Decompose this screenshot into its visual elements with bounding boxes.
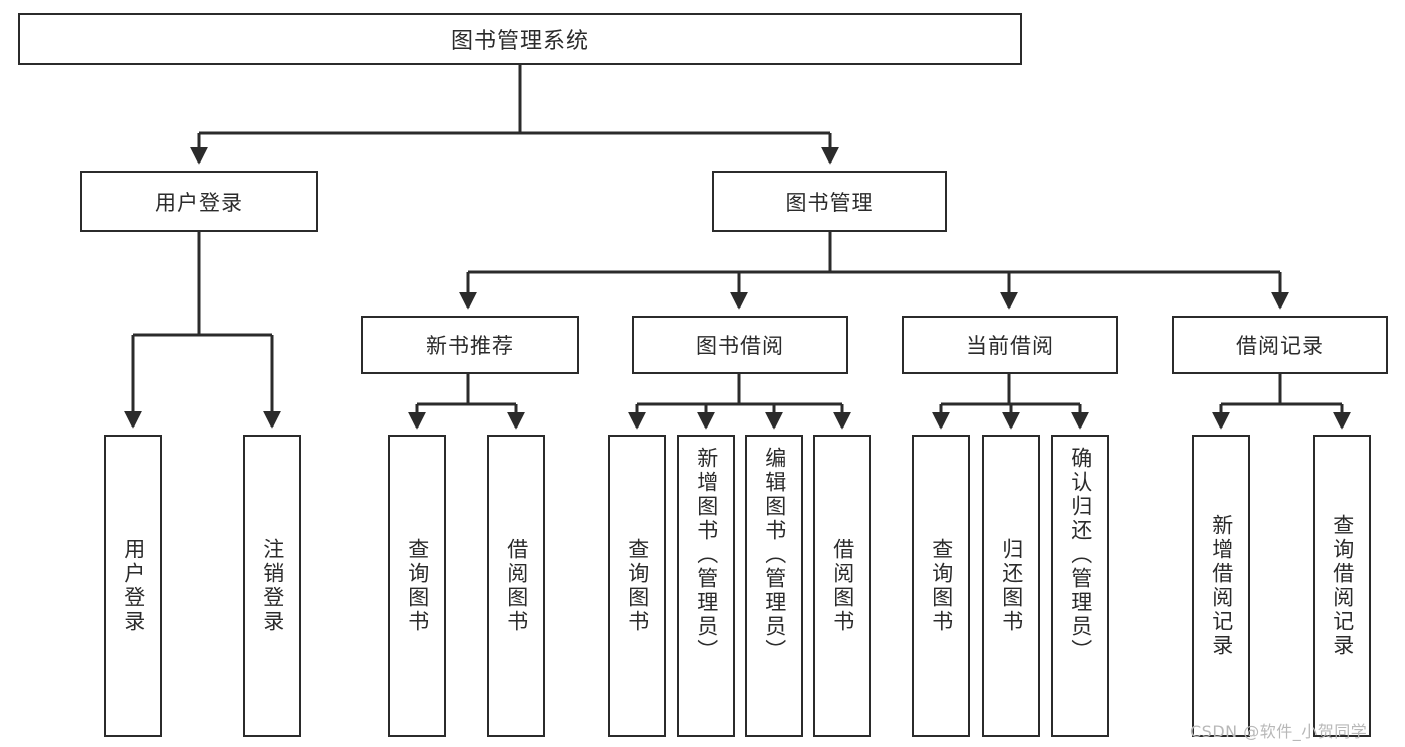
node-book-manage[interactable]: 图书管理	[712, 171, 947, 232]
leaf-label: 编辑图书（管理员）	[762, 447, 787, 663]
node-leaf-edit-book-admin[interactable]: 编辑图书（管理员）	[745, 435, 803, 737]
leaf-label: 借阅图书	[504, 538, 529, 634]
node-user-login[interactable]: 用户登录	[80, 171, 318, 232]
node-leaf-search-book-recommend[interactable]: 查询图书	[388, 435, 446, 737]
node-new-book-recommend[interactable]: 新书推荐	[361, 316, 579, 374]
leaf-label: 查询借阅记录	[1330, 514, 1355, 658]
csdn-watermark: CSDN @软件_小贺同学	[1190, 722, 1368, 741]
leaf-label: 注销登录	[260, 538, 285, 634]
node-leaf-search-borrow-record[interactable]: 查询借阅记录	[1313, 435, 1371, 737]
leaf-label: 查询图书	[929, 538, 954, 634]
leaf-label: 新增借阅记录	[1209, 514, 1234, 658]
node-leaf-search-book-borrow[interactable]: 查询图书	[608, 435, 666, 737]
node-leaf-borrow-book-recommend[interactable]: 借阅图书	[487, 435, 545, 737]
node-leaf-confirm-return-admin[interactable]: 确认归还（管理员）	[1051, 435, 1109, 737]
leaf-label: 归还图书	[999, 538, 1024, 634]
leaf-label: 查询图书	[405, 538, 430, 634]
leaf-label: 借阅图书	[830, 538, 855, 634]
node-leaf-logout[interactable]: 注销登录	[243, 435, 301, 737]
node-leaf-return-book[interactable]: 归还图书	[982, 435, 1040, 737]
leaf-label: 确认归还（管理员）	[1068, 447, 1093, 663]
node-leaf-search-book-current[interactable]: 查询图书	[912, 435, 970, 737]
node-leaf-add-book-admin[interactable]: 新增图书（管理员）	[677, 435, 735, 737]
node-leaf-add-borrow-record[interactable]: 新增借阅记录	[1192, 435, 1250, 737]
node-leaf-borrow-book[interactable]: 借阅图书	[813, 435, 871, 737]
node-borrow-record[interactable]: 借阅记录	[1172, 316, 1388, 374]
leaf-label: 查询图书	[625, 538, 650, 634]
leaf-label: 新增图书（管理员）	[694, 447, 719, 663]
node-leaf-user-login[interactable]: 用户登录	[104, 435, 162, 737]
node-current-borrow[interactable]: 当前借阅	[902, 316, 1118, 374]
node-book-borrow[interactable]: 图书借阅	[632, 316, 848, 374]
leaf-label: 用户登录	[121, 538, 146, 634]
node-root-system[interactable]: 图书管理系统	[18, 13, 1022, 65]
